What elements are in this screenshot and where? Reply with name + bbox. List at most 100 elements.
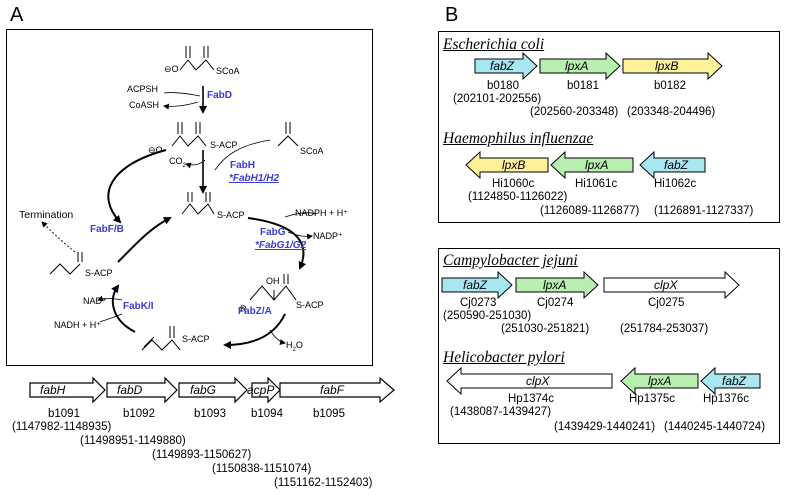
ecoli-fabz-id: b0180 xyxy=(487,80,519,92)
organism-ecoli: Escherichia coli xyxy=(443,36,545,53)
operon-coord-1: (1147982-1148935) xyxy=(12,421,112,433)
cjej-clpx-arrow xyxy=(603,270,740,300)
operon-gene-acpp: acpP xyxy=(247,383,275,397)
acetoacetyl-acp-label: S-ACP xyxy=(217,210,245,220)
hpyl-fabz-id: Hp1376c xyxy=(703,393,750,405)
hpyl-lpxa-name: lpxA xyxy=(648,374,672,388)
organism-campylobacter: Campylobacter jejuni xyxy=(443,252,578,269)
cjej-fabz-arrow xyxy=(441,270,513,300)
coash-label: CoASH xyxy=(129,100,160,110)
hinf-lpxa-coord: (1126089-1126877) xyxy=(540,205,640,217)
cjej-lpxa-id: Cj0274 xyxy=(537,297,574,309)
ecoli-fabz-name: fabZ xyxy=(490,59,515,73)
hpyl-fabz-arrow xyxy=(700,366,761,396)
operon-id-b1095: b1095 xyxy=(313,408,345,420)
malonyl-acp-label: S-ACP xyxy=(210,140,238,150)
enzyme-fabf-b: FabF/B xyxy=(90,224,124,235)
hpyl-lpxa-coord: (1439429-1440241) xyxy=(554,421,656,433)
malonyl-o-minus: ⊖O xyxy=(164,64,179,74)
fabfb-arrow xyxy=(117,217,172,263)
hinf-fabz-name: fabZ xyxy=(664,158,689,172)
hinf-lpxb-coord: (1124850-1126022) xyxy=(468,191,568,203)
enzyme-fabg: FabG xyxy=(260,227,286,238)
hpyl-clpx-arrow xyxy=(446,366,613,396)
hpyl-lpxa-id: Hp1375c xyxy=(629,393,676,405)
hpyl-lpxa-arrow xyxy=(620,366,699,396)
fabza-arrow xyxy=(223,313,286,349)
hpyl-clpx-coord: (1438087-1439427) xyxy=(450,406,552,418)
hinf-lpxb-arrow xyxy=(465,150,549,180)
cjej-clpx-name: clpX xyxy=(654,278,678,292)
operon-coord-4: (1150838-1151074) xyxy=(212,463,312,475)
hinf-lpxb-id: Hi1060c xyxy=(492,178,535,190)
fabki-arrow xyxy=(111,284,136,333)
operon-id-b1091: b1091 xyxy=(48,408,80,420)
pathway-box xyxy=(6,29,373,366)
organism-haemophilus: Haemophilus influenzae xyxy=(443,130,594,147)
operon-coord-3: (1149893-1150627) xyxy=(152,449,252,461)
operon-gene-fabh: fabH xyxy=(40,383,66,397)
nadh-arrow xyxy=(99,313,123,323)
hpyl-clpx-id: Hp1374c xyxy=(508,393,555,405)
ecoli-fabz-arrow xyxy=(474,51,538,81)
cjej-lpxa-arrow xyxy=(515,270,599,300)
hpyl-clpx-name: clpX xyxy=(526,374,550,388)
operon-id-b1094: b1094 xyxy=(251,408,283,420)
termination-label: Termination xyxy=(19,209,74,221)
hydroxy-acp-label: S-ACP xyxy=(296,300,324,310)
ecoli-fabz-coord: (202101-202556) xyxy=(453,93,542,105)
cjej-fabz-coord: (250590-251030) xyxy=(443,310,532,322)
coash-arrow xyxy=(163,101,199,110)
panel-a-label: A xyxy=(10,4,24,26)
operon-id-b1093: b1093 xyxy=(194,408,226,420)
fabg-arrow xyxy=(247,217,307,270)
acpsh-label: ACPSH xyxy=(127,84,159,94)
hinf-fabz-arrow xyxy=(639,150,706,180)
cjej-fabz-name: fabZ xyxy=(463,278,488,292)
ecoli-lpxb-coord: (203348-204496) xyxy=(627,106,716,118)
ecoli-lpxb-name: lpxB xyxy=(655,59,679,73)
termination-arrow xyxy=(41,221,76,253)
ecoli-lpxb-arrow xyxy=(622,51,723,81)
h2o-label: H2O xyxy=(286,340,303,353)
ecoli-lpxa-name: lpxA xyxy=(565,59,589,73)
enoyl-acp-structure xyxy=(141,326,181,351)
hinf-lpxa-id: Hi1061c xyxy=(575,178,618,190)
butyryl-acp-structure xyxy=(49,252,83,275)
cjej-clpx-coord: (251784-253037) xyxy=(620,323,709,335)
nad-arrow xyxy=(97,295,123,302)
enzyme-fabh1-h2: *FabH1/H2 xyxy=(229,173,280,184)
acetyl-coa-structure xyxy=(277,122,299,147)
operon-arrows xyxy=(29,376,395,404)
ecoli-lpxa-id: b0181 xyxy=(567,80,599,92)
hpyl-fabz-name: fabZ xyxy=(722,374,747,388)
h2o-arrow xyxy=(269,329,286,345)
operon-gene-fabd: fabD xyxy=(117,383,143,397)
ecoli-lpxb-id: b0182 xyxy=(654,80,686,92)
hinf-lpxb-name: lpxB xyxy=(502,158,526,172)
enzyme-fabz-a: FabZ/A xyxy=(238,306,272,317)
acetyl-scoa-label: SCoA xyxy=(300,146,324,156)
operon-id-b1092: b1092 xyxy=(123,408,155,420)
cjej-fabz-id: Cj0273 xyxy=(460,297,497,309)
ecoli-lpxa-arrow xyxy=(539,51,621,81)
hinf-lpxa-name: lpxA xyxy=(585,158,609,172)
panel-b-label: B xyxy=(445,4,459,26)
hydroxy-r-label: R xyxy=(240,304,247,314)
acetoacetyl-acp-structure xyxy=(181,192,215,215)
cjej-clpx-id: Cj0275 xyxy=(648,297,685,309)
hpyl-fabz-coord: (1440245-1440724) xyxy=(664,421,766,433)
nad-label: NAD⁺ xyxy=(83,296,107,306)
hydroxy-oh-label: OH xyxy=(266,276,280,286)
enzyme-fabg1-g2: *FabG1/G2 xyxy=(255,240,307,251)
enzyme-fabd: FabD xyxy=(207,90,232,101)
hinf-fabz-id: Hi1062c xyxy=(654,178,697,190)
nadp-arrow xyxy=(287,231,313,240)
butyryl-acp-label: S-ACP xyxy=(85,268,113,278)
acpsh-arrow xyxy=(163,92,201,97)
box-campylobacter-helicobacter xyxy=(438,248,780,444)
enzyme-fabh: FabH xyxy=(230,160,255,171)
nadph-arrow xyxy=(284,212,317,218)
hinf-fabz-coord: (1126891-1127337) xyxy=(654,205,754,217)
